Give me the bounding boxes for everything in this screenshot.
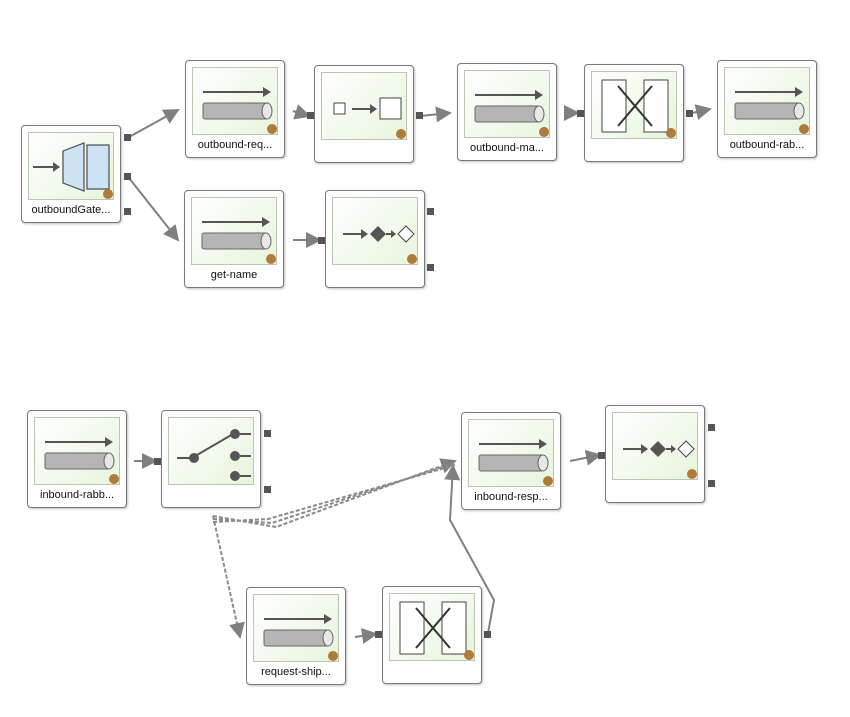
input-port[interactable] <box>307 112 314 119</box>
channel-icon <box>464 70 550 138</box>
connector <box>419 106 452 123</box>
router-icon <box>332 197 418 265</box>
output-port[interactable] <box>427 208 434 215</box>
output-port[interactable] <box>124 173 131 180</box>
router-icon <box>612 412 698 480</box>
output-port[interactable] <box>686 110 693 117</box>
connector <box>128 109 180 138</box>
outbound-main-channel-node[interactable]: outbound-ma... <box>457 63 557 161</box>
get-name-channel-node[interactable]: get-name <box>184 190 284 288</box>
inbound-response-channel-node[interactable]: inbound-resp... <box>461 412 561 510</box>
inbound-switch-node[interactable] <box>161 410 261 508</box>
connector <box>691 104 712 120</box>
gateway-icon <box>28 132 114 200</box>
node-label: get-name <box>210 269 258 281</box>
channel-icon <box>724 67 810 135</box>
output-port[interactable] <box>124 208 131 215</box>
outbound-router-node[interactable] <box>325 190 425 288</box>
recipient-list-router-icon <box>168 417 254 485</box>
input-port[interactable] <box>598 452 605 459</box>
service-activator-icon <box>591 71 677 139</box>
output-port[interactable] <box>427 264 434 271</box>
outbound-service-node[interactable] <box>584 64 684 162</box>
service-activator-icon <box>389 593 475 661</box>
node-label: inbound-resp... <box>474 491 548 503</box>
output-port[interactable] <box>264 486 271 493</box>
node-label: outbound-req... <box>197 139 273 151</box>
dashed-connector <box>212 515 245 639</box>
connector <box>128 177 180 242</box>
channel-icon <box>253 594 339 662</box>
output-port[interactable] <box>416 112 423 119</box>
connector <box>292 104 311 120</box>
connector <box>569 449 602 466</box>
node-label: outbound-ma... <box>470 142 544 154</box>
channel-icon <box>191 197 277 265</box>
request-service-node[interactable] <box>382 586 482 684</box>
output-port[interactable] <box>264 430 271 437</box>
dashed-connector <box>212 464 456 523</box>
node-label: outboundGate... <box>31 204 111 216</box>
input-port[interactable] <box>577 110 584 117</box>
channel-icon <box>192 67 278 135</box>
outbound-transformer-node[interactable] <box>314 65 414 163</box>
outbound-request-channel-node[interactable]: outbound-req... <box>185 60 285 158</box>
transformer-icon <box>321 72 407 140</box>
inbound-router-node[interactable] <box>605 405 705 503</box>
request-ship-channel-node[interactable]: request-ship... <box>246 587 346 685</box>
connector <box>444 464 496 634</box>
node-label: request-ship... <box>261 666 331 678</box>
outbound-gateway-node[interactable]: outboundGate... <box>21 125 121 223</box>
channel-icon <box>34 417 120 485</box>
connector <box>354 628 378 644</box>
channel-icon <box>468 419 554 487</box>
output-port[interactable] <box>124 134 131 141</box>
output-port[interactable] <box>708 480 715 487</box>
output-port[interactable] <box>484 631 491 638</box>
outbound-rabbit-channel-node[interactable]: outbound-rab... <box>717 60 817 158</box>
node-label: outbound-rab... <box>729 139 805 151</box>
output-port[interactable] <box>708 424 715 431</box>
input-port[interactable] <box>375 631 382 638</box>
input-port[interactable] <box>318 237 325 244</box>
input-port[interactable] <box>154 458 161 465</box>
node-label: inbound-rabb... <box>40 489 114 501</box>
inbound-rabbit-channel-node[interactable]: inbound-rabb... <box>27 410 127 508</box>
